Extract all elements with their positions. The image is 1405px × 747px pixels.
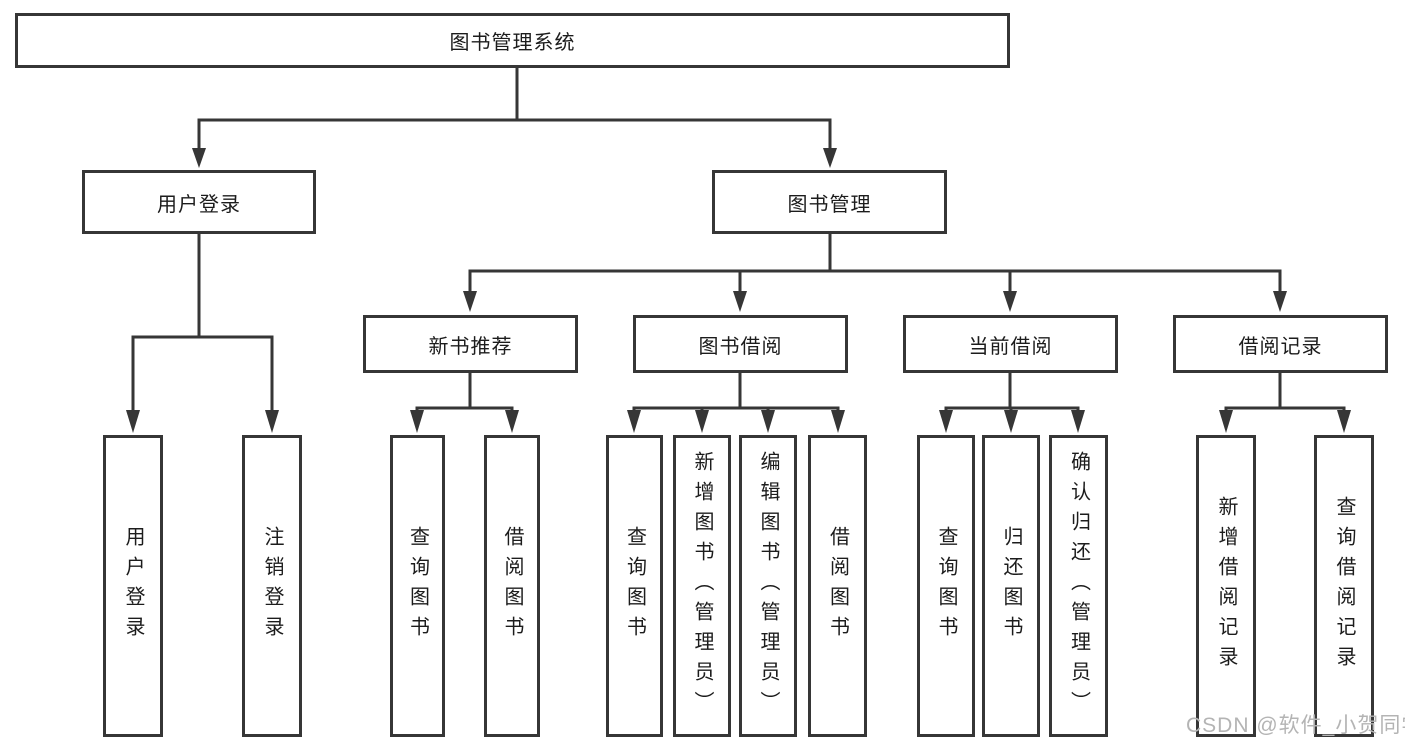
csdn-watermark: CSDN @软件_小贺同学 — [1186, 714, 1405, 737]
node-leaf-user-login: 用户登录 — [103, 435, 163, 737]
arrowhead-icon — [1003, 291, 1017, 312]
connector-book-borrow-group — [627, 371, 845, 433]
connector-new-book-recommend-group — [410, 371, 519, 433]
node-leaf-br-add-record: 新增借阅记录 — [1196, 435, 1256, 737]
arrowhead-icon — [823, 148, 837, 168]
arrowhead-icon — [1273, 291, 1287, 312]
node-leaf-cb-query-books: 查询图书 — [917, 435, 975, 737]
node-leaf-cb-confirm-return-admin: 确认归还（管理员） — [1049, 435, 1108, 737]
arrowhead-icon — [831, 410, 845, 433]
arrowhead-icon — [1219, 410, 1233, 433]
node-leaf-bb-edit-books-admin: 编辑图书（管理员） — [739, 435, 797, 737]
arrowhead-icon — [1337, 410, 1351, 433]
arrowhead-icon — [695, 410, 709, 433]
arrowhead-icon — [939, 410, 953, 433]
connector-root-to-branches — [192, 66, 837, 168]
node-leaf-br-query-record: 查询借阅记录 — [1314, 435, 1374, 737]
arrowhead-icon — [627, 410, 641, 433]
node-leaf-nb-query-books: 查询图书 — [390, 435, 445, 737]
node-leaf-logout: 注销登录 — [242, 435, 302, 737]
node-user-login-branch: 用户登录 — [82, 170, 316, 234]
connector-current-borrow-group — [939, 371, 1085, 433]
arrowhead-icon — [505, 410, 519, 433]
arrowhead-icon — [1004, 410, 1018, 433]
arrowhead-icon — [463, 291, 477, 312]
arrowhead-icon — [1071, 410, 1085, 433]
arrowhead-icon — [733, 291, 747, 312]
arrowhead-icon — [410, 410, 424, 433]
node-leaf-bb-add-books-admin: 新增图书（管理员） — [673, 435, 731, 737]
arrowhead-icon — [761, 410, 775, 433]
node-leaf-bb-query-books: 查询图书 — [606, 435, 663, 737]
node-book-management-branch: 图书管理 — [712, 170, 947, 234]
node-leaf-cb-return-books: 归还图书 — [982, 435, 1040, 737]
connector-user-login-group — [126, 233, 279, 433]
node-library-management-system: 图书管理系统 — [15, 13, 1010, 68]
connector-book-management-group — [463, 233, 1287, 312]
node-current-borrow: 当前借阅 — [903, 315, 1118, 373]
node-book-borrow: 图书借阅 — [633, 315, 848, 373]
arrowhead-icon — [192, 148, 206, 168]
connector-borrow-records-group — [1219, 371, 1351, 433]
node-new-book-recommend: 新书推荐 — [363, 315, 578, 373]
arrowhead-icon — [126, 410, 140, 433]
node-leaf-bb-borrow-books: 借阅图书 — [808, 435, 867, 737]
arrowhead-icon — [265, 410, 279, 433]
node-borrow-records: 借阅记录 — [1173, 315, 1388, 373]
node-leaf-nb-borrow-books: 借阅图书 — [484, 435, 540, 737]
